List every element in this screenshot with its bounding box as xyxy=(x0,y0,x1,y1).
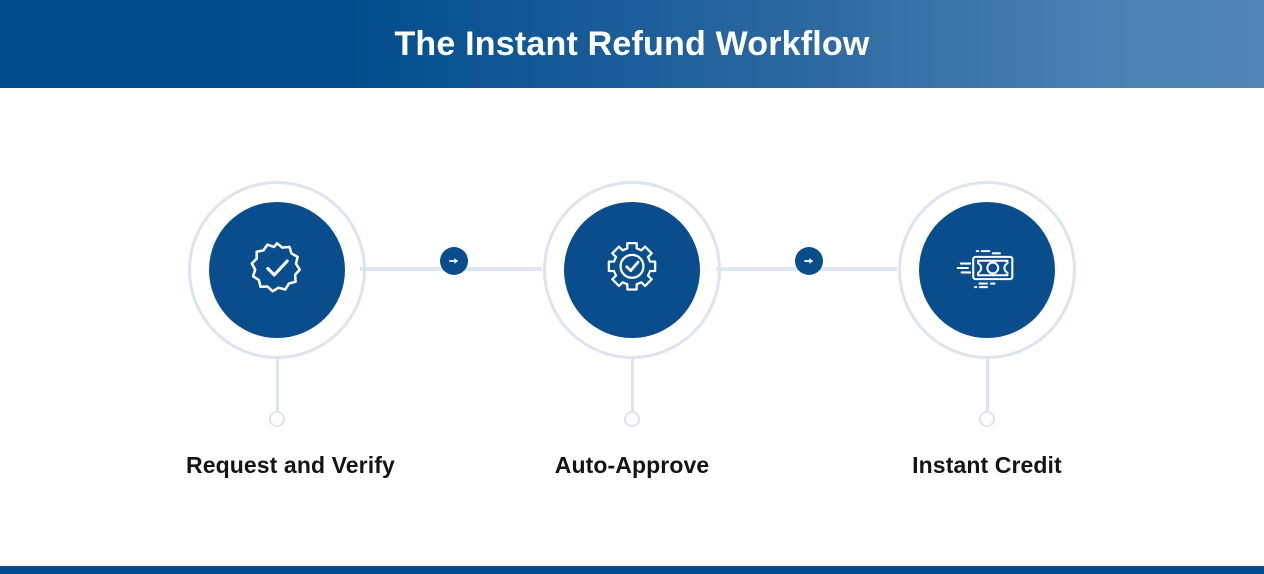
step-disc xyxy=(919,202,1055,338)
workflow-step-2-label: Auto-Approve xyxy=(554,452,710,478)
arrow-right-icon xyxy=(802,254,816,268)
workflow-diagram: Request and Verify Auto-Approve xyxy=(0,88,1264,566)
page-title: The Instant Refund Workflow xyxy=(394,25,870,63)
step-stem xyxy=(275,359,279,411)
workflow-step-3-label: Instant Credit xyxy=(912,452,1062,478)
step-ring xyxy=(898,181,1076,359)
step-ring xyxy=(543,181,721,359)
connector-arrow-1 xyxy=(440,247,468,275)
step-stem xyxy=(630,359,634,411)
step-ring xyxy=(188,181,366,359)
step-dot xyxy=(624,411,640,427)
footer-bar xyxy=(0,566,1264,574)
step-dot xyxy=(269,411,285,427)
step-disc xyxy=(564,202,700,338)
header-banner: The Instant Refund Workflow xyxy=(0,0,1264,88)
badge-check-icon xyxy=(246,237,308,304)
workflow-step-3[interactable]: Instant Credit xyxy=(896,181,1078,479)
workflow-step-2[interactable]: Auto-Approve xyxy=(541,181,723,479)
step-dot xyxy=(979,411,995,427)
step-stem xyxy=(985,359,989,411)
connector-arrow-2 xyxy=(795,247,823,275)
fast-cash-icon xyxy=(955,239,1019,302)
gear-check-icon xyxy=(602,238,662,303)
step-disc xyxy=(209,202,345,338)
workflow-step-1[interactable]: Request and Verify xyxy=(186,181,395,479)
arrow-right-icon xyxy=(447,254,461,268)
workflow-step-1-label: Request and Verify xyxy=(186,452,395,478)
